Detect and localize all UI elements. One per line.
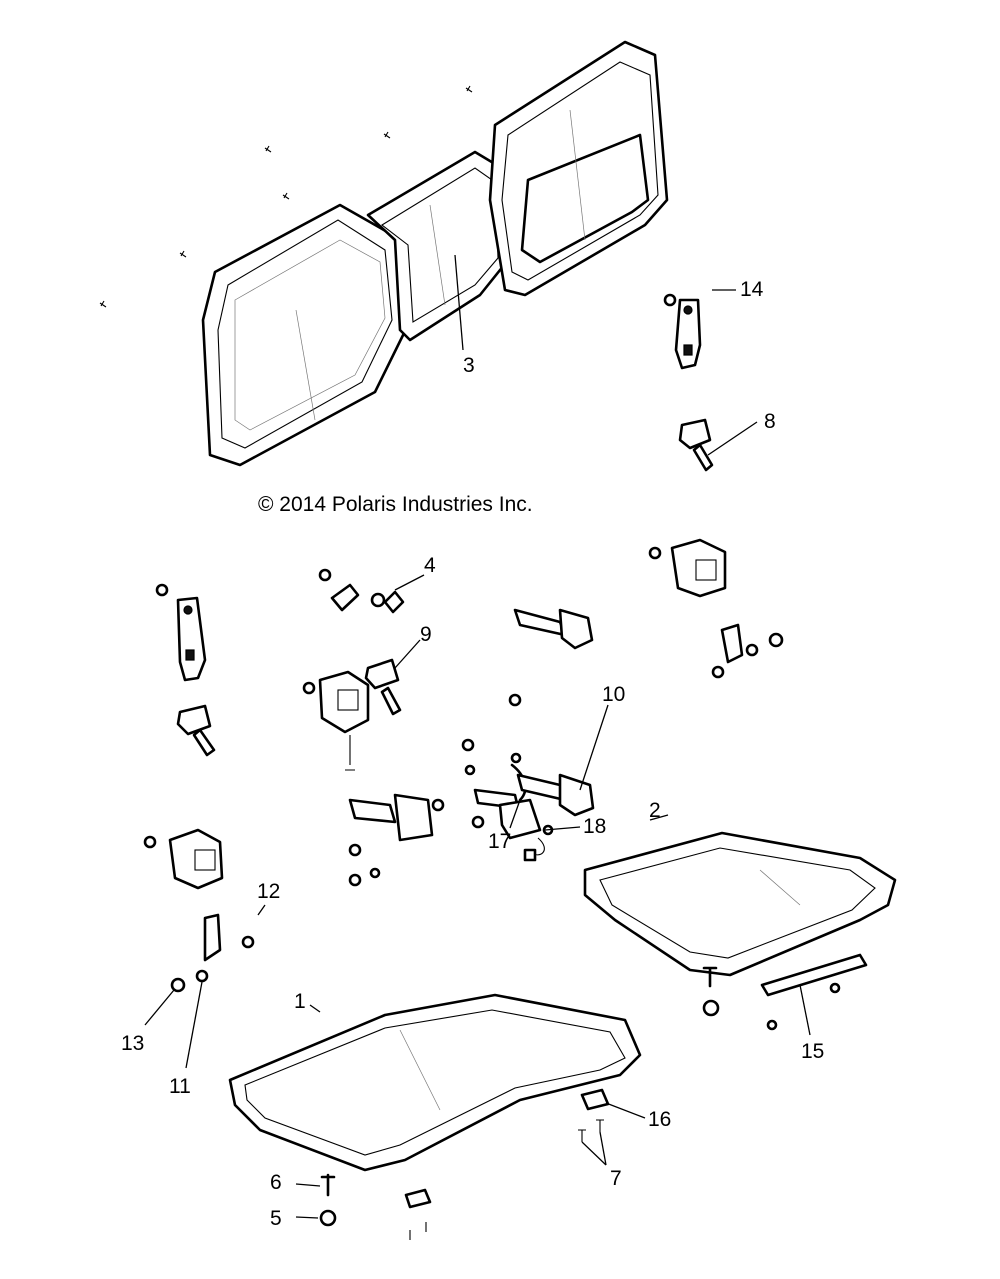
callout-1: 1	[294, 990, 306, 1013]
callout-labels: 3 14 8 4 9 10 18 17 2 12 13 11 1 15 16 7…	[121, 278, 824, 1230]
anchor-bracket-4	[318, 568, 405, 614]
seat-bottom-1	[228, 993, 642, 1172]
left-retractor	[155, 583, 207, 682]
callout-5: 5	[270, 1207, 282, 1230]
callout-8: 8	[764, 410, 776, 433]
callout-2: 2	[649, 799, 661, 822]
lower-bracket	[404, 1188, 432, 1240]
left-buckle	[176, 704, 216, 757]
bracket-12	[203, 913, 255, 962]
callout-3: 3	[463, 354, 475, 377]
bracket-15	[760, 953, 868, 1031]
washer-11	[195, 969, 209, 983]
center-belt-upper	[513, 608, 594, 650]
lap-belt-lower	[348, 793, 445, 887]
buckle-9	[364, 658, 402, 716]
callout-16: 16	[648, 1108, 671, 1131]
retractor-belt-14	[663, 293, 702, 370]
callout-7: 7	[610, 1167, 622, 1190]
seat-bottom-2	[583, 831, 897, 977]
callout-6: 6	[270, 1171, 282, 1194]
callout-15: 15	[801, 1040, 824, 1063]
callout-4: 4	[424, 554, 436, 577]
center-harness	[461, 693, 595, 862]
screws-7	[578, 1119, 604, 1142]
stud-6	[320, 1173, 336, 1197]
seat-back-assembly	[99, 40, 669, 467]
left-retractor-housing	[143, 828, 224, 890]
callout-14: 14	[740, 278, 764, 301]
callout-13: 13	[121, 1032, 144, 1055]
callout-9: 9	[420, 623, 432, 646]
right-bracket	[711, 623, 784, 679]
callout-10: 10	[602, 683, 625, 706]
copyright-notice: © 2014 Polaris Industries Inc.	[258, 493, 533, 516]
back-screws	[99, 85, 473, 308]
callout-12: 12	[257, 880, 280, 903]
leader-lines	[144, 254, 811, 1219]
nut-5	[319, 1209, 337, 1227]
fastener-stud	[702, 966, 720, 1017]
retractor-housing-mid	[302, 670, 370, 771]
bracket-16	[580, 1088, 610, 1111]
callout-17: 17	[488, 830, 511, 853]
callout-11: 11	[169, 1075, 191, 1098]
callout-18: 18	[583, 815, 606, 838]
buckle-8	[678, 418, 714, 472]
right-retractor-housing	[648, 538, 727, 598]
nut-13	[170, 977, 186, 993]
